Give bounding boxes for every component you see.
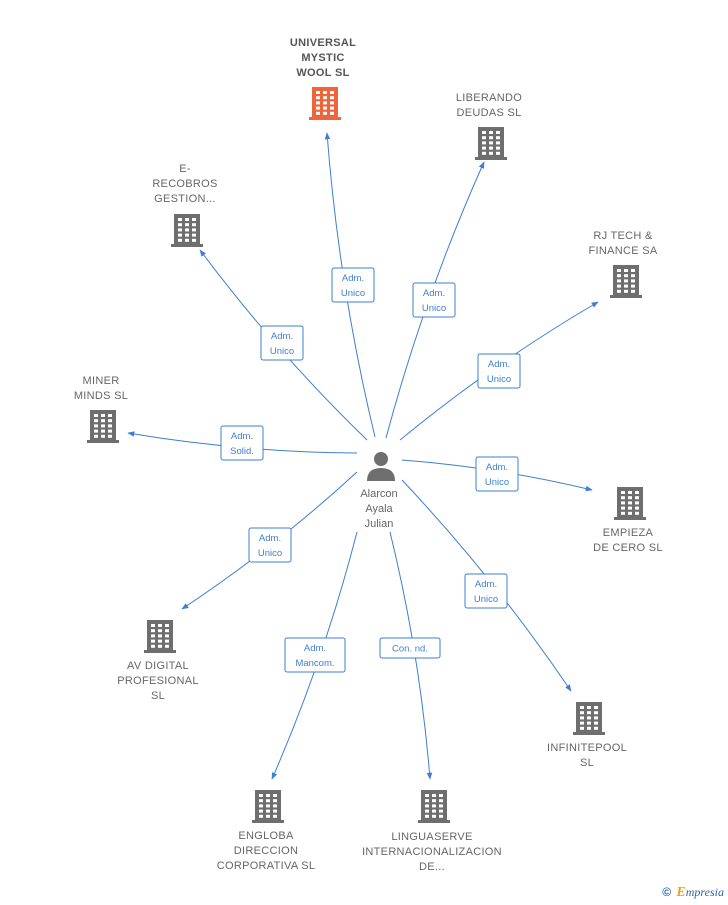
- company-building-icon-miner[interactable]: [87, 410, 119, 443]
- company-building-icon-avdigital[interactable]: [144, 620, 176, 653]
- svg-text:Con. nd.: Con. nd.: [392, 644, 428, 655]
- company-building-icon-infinitepool[interactable]: [573, 702, 605, 735]
- role-badge-linguaserve: Con. nd.: [379, 637, 441, 659]
- svg-text:Adm.Unico: Adm.Unico: [485, 462, 509, 488]
- company-building-icon-linguaserve[interactable]: [418, 790, 450, 823]
- company-building-icon-rjtech[interactable]: [610, 265, 642, 298]
- role-badge-avdigital: Adm.Unico: [248, 527, 292, 563]
- person-icon[interactable]: [367, 452, 395, 481]
- company-building-icon-liberando[interactable]: [475, 127, 507, 160]
- role-badge-erecobros: Adm.Unico: [260, 325, 304, 361]
- copyright-symbol: ©: [662, 885, 672, 899]
- role-badge-engloba: Adm.Mancom.: [284, 637, 346, 673]
- footer-brand[interactable]: © Empresia: [662, 885, 724, 901]
- role-badge-universal: Adm.Unico: [331, 267, 375, 303]
- role-badge-rjtech: Adm.Unico: [477, 353, 521, 389]
- company-building-icon-universal[interactable]: [309, 87, 341, 120]
- svg-text:Adm.Solid.: Adm.Solid.: [230, 431, 254, 457]
- svg-text:Adm.Mancom.: Adm.Mancom.: [295, 643, 334, 669]
- svg-text:Adm.Unico: Adm.Unico: [270, 331, 294, 357]
- company-building-icon-empieza[interactable]: [614, 487, 646, 520]
- role-badge-infinitepool: Adm.Unico: [464, 573, 508, 609]
- company-name-rjtech[interactable]: RJ TECH &FINANCE SA: [588, 230, 657, 257]
- svg-text:Adm.Unico: Adm.Unico: [474, 579, 498, 605]
- role-badge-liberando: Adm.Unico: [412, 282, 456, 318]
- role-badge-empieza: Adm.Unico: [475, 456, 519, 492]
- company-building-icon-erecobros[interactable]: [171, 214, 203, 247]
- svg-text:Adm.Unico: Adm.Unico: [258, 533, 282, 559]
- svg-text:Adm.Unico: Adm.Unico: [487, 359, 511, 385]
- role-badge-miner: Adm.Solid.: [220, 425, 264, 461]
- brand-logo: Empresia: [676, 885, 724, 900]
- company-building-icon-engloba[interactable]: [252, 790, 284, 823]
- svg-text:Adm.Unico: Adm.Unico: [422, 288, 446, 314]
- svg-text:Adm.Unico: Adm.Unico: [341, 273, 365, 299]
